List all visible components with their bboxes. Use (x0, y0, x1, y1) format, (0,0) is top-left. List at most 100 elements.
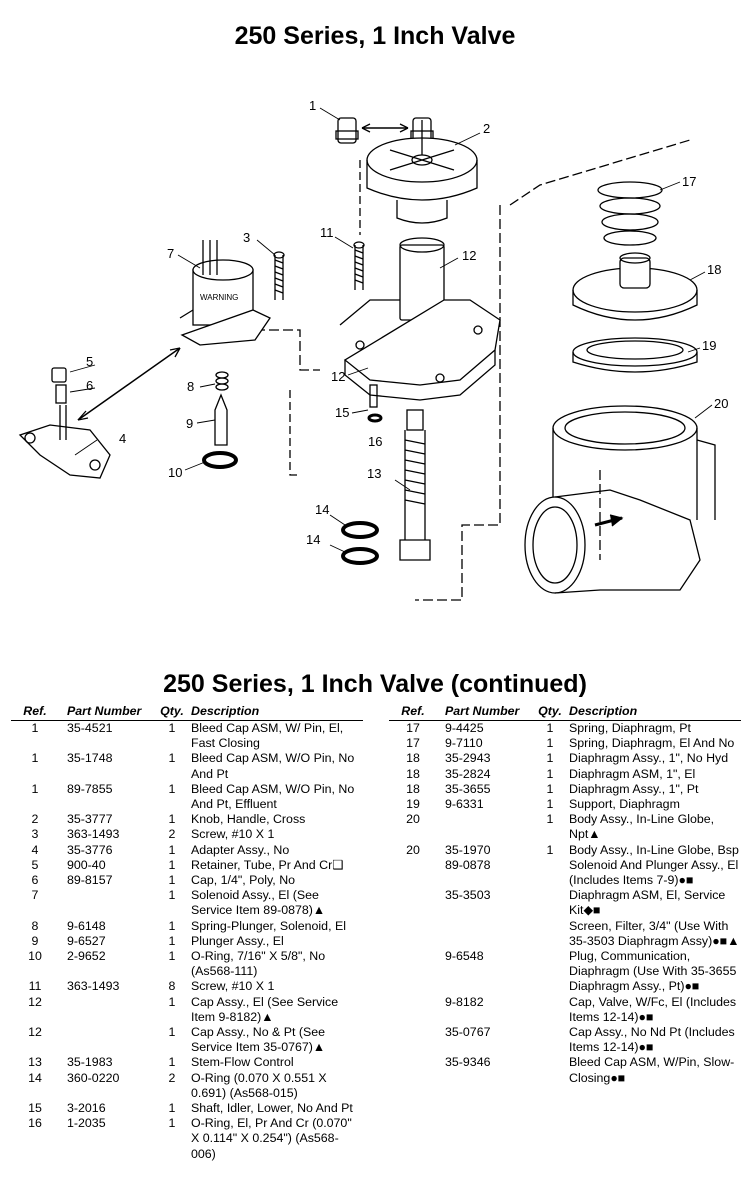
cell-qty: 1 (168, 1055, 176, 1070)
callout-6: 6 (86, 378, 93, 393)
solenoid-part: WARNING (179, 240, 271, 346)
cell-ref: 12 (28, 994, 42, 1009)
cell-description: Cap, Valve, W/Fc, El (Includes Items 12-… (569, 994, 737, 1024)
cell-description: Spring, Diaphragm, El And No (569, 736, 735, 751)
cell-part-number: 35-9346 (445, 1055, 491, 1070)
callout-13: 13 (367, 466, 381, 481)
cell-qty: 1 (168, 842, 176, 857)
cell-part-number: 1-2035 (67, 1116, 106, 1131)
cell-qty (535, 888, 565, 918)
stem-flow-control-part (399, 409, 431, 561)
cell-qty: 1 (168, 873, 176, 888)
cell-ref: 20 (406, 812, 420, 827)
cell-description: Plunger Assy., El (191, 933, 284, 948)
cell-qty: 1 (546, 736, 554, 751)
callout-1: 1 (309, 98, 316, 113)
o-ring-part (341, 521, 379, 565)
cell-description: Solenoid Assy., El (See Service Item 89-… (191, 888, 326, 918)
cell-qty: 2 (168, 827, 176, 842)
cell-ref: 18 (406, 766, 420, 781)
cell-qty: 1 (168, 994, 176, 1009)
cell-description: Screw, #10 X 1 (191, 979, 275, 994)
cell-ref: 19 (406, 797, 420, 812)
knob-handle-part (366, 120, 478, 224)
cell-ref: 2 (31, 812, 39, 827)
cell-description: Bleed Cap ASM, W/O Pin, No And Pt, Efflu… (191, 781, 355, 812)
callout-20: 20 (714, 396, 728, 411)
cell-part-number: 35-1970 (445, 842, 491, 857)
cell-ref: 9 (31, 933, 39, 948)
cell-qty (535, 919, 565, 949)
cell-ref: 8 (31, 918, 39, 933)
cell-part-number: 35-1983 (67, 1055, 113, 1070)
cell-ref (389, 1025, 437, 1055)
cell-part-number: 363-1493 (67, 827, 120, 842)
shaft-part (367, 384, 383, 423)
callout-14a: 14 (315, 502, 329, 517)
cell-part-number: 35-3777 (67, 812, 113, 827)
cell-qty (535, 1055, 565, 1085)
cell-description: Diaphragm ASM, 1", El (569, 766, 696, 781)
cell-qty (535, 858, 565, 888)
callout-5: 5 (86, 354, 93, 369)
o-ring-part (202, 451, 238, 469)
cell-part-number: 2-9652 (67, 949, 106, 964)
cell-ref: 1 (31, 751, 39, 766)
cell-qty: 1 (168, 857, 176, 872)
cell-ref (389, 888, 437, 918)
header-description: Description (187, 703, 363, 721)
cell-qty: 1 (168, 1025, 176, 1040)
header-part-number: Part Number (59, 703, 157, 721)
cell-qty (535, 995, 565, 1025)
cell-ref: 7 (31, 888, 39, 903)
plunger-part (214, 393, 228, 446)
cell-ref (389, 949, 437, 995)
cell-ref (389, 858, 437, 888)
table-header-row: Ref. Part Number Qty. Description (389, 703, 741, 721)
cell-ref: 20 (406, 842, 420, 857)
cell-part-number: 89-7855 (67, 781, 113, 796)
page-title: 250 Series, 1 Inch Valve (234, 22, 516, 50)
cell-qty: 1 (546, 721, 554, 735)
cell-qty: 1 (546, 812, 554, 827)
cell-description: Bleed Cap ASM, W/ Pin, El, Fast Closing (191, 721, 344, 751)
table-row: 35-9346 Bleed Cap ASM, W/Pin, Slow-Closin… (389, 1055, 741, 1085)
cell-ref: 10 (28, 949, 42, 964)
callout-19: 19 (702, 338, 716, 353)
assembly-line (415, 205, 501, 601)
cell-description: Bleed Cap ASM, W/Pin, Slow-Closing●■ (569, 1055, 735, 1085)
cell-part-number: 9-6527 (67, 933, 106, 948)
cell-qty: 2 (168, 1070, 176, 1085)
cell-part-number: 89-8157 (67, 873, 113, 888)
assembly-line (255, 329, 320, 371)
cell-ref: 6 (31, 873, 39, 888)
cell-part-number (437, 812, 535, 842)
cap-assembly-part (339, 237, 501, 401)
callout-14b: 14 (306, 532, 320, 547)
screw-part (353, 241, 365, 290)
cell-ref: 17 (406, 721, 420, 735)
header-part-number: Part Number (437, 703, 535, 721)
cell-part-number: 35-0767 (445, 1025, 491, 1040)
cell-description: Diaphragm Assy., 1", Pt (569, 781, 699, 796)
cell-qty: 1 (168, 949, 176, 964)
cell-description: Adapter Assy., No (191, 842, 290, 857)
cell-description: Knob, Handle, Cross (191, 812, 306, 827)
cell-description: Screen, Filter, 3/4" (Use With 35-3503 D… (569, 918, 740, 948)
